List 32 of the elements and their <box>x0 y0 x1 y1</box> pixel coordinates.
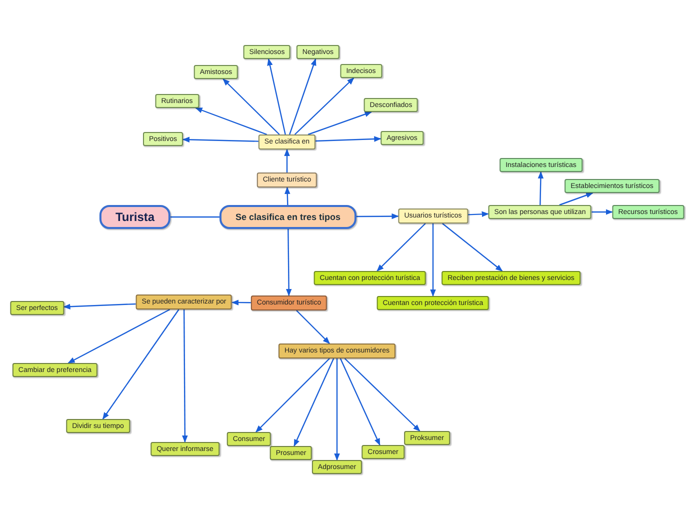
arrow <box>294 358 334 447</box>
arrow <box>63 303 136 310</box>
arrow <box>356 213 399 220</box>
main-topic: Se clasifica en tres tipos <box>219 205 357 229</box>
arrow <box>284 186 290 206</box>
arrow <box>289 58 316 135</box>
arrow <box>284 148 290 172</box>
arrow <box>468 211 489 218</box>
arrow <box>316 136 382 142</box>
arrow <box>182 310 188 443</box>
arrow <box>559 192 594 206</box>
arrow <box>195 107 268 136</box>
arrow <box>308 111 372 136</box>
central-topic: Turista <box>99 205 171 229</box>
arrow <box>182 136 258 143</box>
arrow <box>102 309 180 420</box>
arrow <box>430 224 436 297</box>
arrow <box>340 358 380 446</box>
arrow <box>294 78 354 135</box>
arrow <box>592 209 613 215</box>
arrow <box>68 308 170 364</box>
arrow <box>256 358 330 432</box>
arrow <box>334 358 340 461</box>
arrow <box>222 78 280 135</box>
arrow <box>232 300 251 306</box>
arrow <box>538 171 544 206</box>
arrow <box>267 58 286 135</box>
arrow <box>286 229 292 296</box>
arrow <box>296 310 330 344</box>
arrow <box>376 223 426 272</box>
arrow <box>442 223 503 272</box>
arrow <box>344 358 420 432</box>
